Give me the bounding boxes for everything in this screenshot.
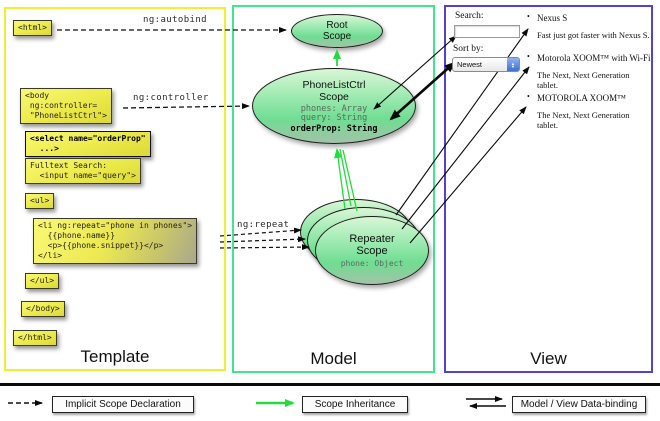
bullet-icon: •	[527, 92, 530, 101]
repeater-scope-title: Repeater Scope	[349, 232, 395, 257]
phone-name: •Nexus S	[527, 12, 568, 23]
code-html-close: </html>	[13, 330, 57, 346]
arrow-inherit-rep-2	[339, 148, 352, 207]
arrow-repeat-1	[219, 227, 302, 237]
label-ng-repeat: ng:repeat	[237, 220, 290, 230]
root-scope-title: Root Scope	[322, 20, 352, 42]
template-column-label: Template	[80, 347, 150, 366]
sort-dropdown[interactable]: Newest ▲▼	[452, 57, 520, 72]
code-body-open: <body ng:controller= "PhoneListCtrl">	[20, 88, 112, 124]
arrow-inherit-rep-3	[342, 149, 358, 212]
arrow-controller	[122, 103, 250, 110]
arrow-bind-orderprop	[389, 61, 456, 121]
phonelistctrl-scope-orderprop: orderProp: String	[290, 123, 378, 134]
code-html-open: <html>	[13, 20, 52, 36]
phone-list-item: •MOTOROLA XOOM™ The Next, Next Generatio…	[524, 92, 652, 130]
view-column-label: View	[530, 349, 567, 368]
bullet-icon: •	[527, 12, 530, 21]
phone-desc: The Next, Next Generation tablet.	[537, 110, 630, 130]
arrow-inherit-rep-1	[334, 148, 346, 210]
code-body-close: </body>	[21, 301, 65, 317]
code-fulltext-search: Fulltext Search: <input name="query">	[25, 158, 141, 184]
label-ng-autobind: ng:autobind	[143, 15, 208, 25]
code-ul-close: </ul>	[25, 273, 60, 289]
legend-data-binding: Model / View Data-binding	[512, 396, 646, 413]
label-ng-controller: ng:controller	[133, 93, 209, 103]
legend-separator	[0, 383, 660, 386]
arrow-repeat-2	[219, 236, 306, 243]
phonelistctrl-scope-props: phones: Array query: String	[300, 103, 368, 123]
arrow-bind-item-2	[401, 66, 530, 230]
search-input[interactable]	[454, 25, 520, 38]
phone-list-item: •Nexus S Fast just got faster with Nexus…	[524, 12, 652, 40]
legend-implicit-scope: Implicit Scope Declaration	[52, 396, 194, 413]
phone-name: •Motorola XOOM™ with Wi-Fi	[527, 52, 651, 63]
search-label: Search:	[455, 11, 484, 21]
phone-name: •MOTOROLA XOOM™	[527, 92, 626, 103]
phone-desc: The Next, Next Generation tablet.	[537, 70, 630, 90]
repeater-scope-prop: phone: Object	[340, 258, 404, 268]
code-ul-open: <ul>	[25, 193, 55, 209]
phone-desc: Fast just got faster with Nexus S.	[537, 30, 650, 40]
dropdown-stepper-icon: ▲▼	[507, 58, 519, 71]
arrow-repeat-3	[219, 244, 310, 251]
code-select: <select name="orderProp" ...>	[25, 131, 151, 157]
code-li-repeat: <li ng:repeat="phone in phones"> {{phone…	[33, 218, 198, 264]
legend-scope-inheritance: Scope Inheritance	[302, 396, 408, 413]
phonelistctrl-scope-title: PhoneListCtrl Scope	[302, 78, 366, 103]
phone-list-item: •Motorola XOOM™ with Wi-Fi The Next, Nex…	[524, 52, 652, 90]
repeater-scope-ellipse-front: Repeater Scope phone: Object	[315, 216, 429, 285]
model-column-label: Model	[310, 349, 357, 368]
bullet-icon: •	[527, 52, 530, 61]
sort-dropdown-value: Newest	[457, 60, 483, 69]
root-scope-ellipse: Root Scope	[291, 14, 383, 48]
arrow-bind-item-3	[409, 106, 527, 244]
sort-by-label: Sort by:	[453, 44, 484, 54]
